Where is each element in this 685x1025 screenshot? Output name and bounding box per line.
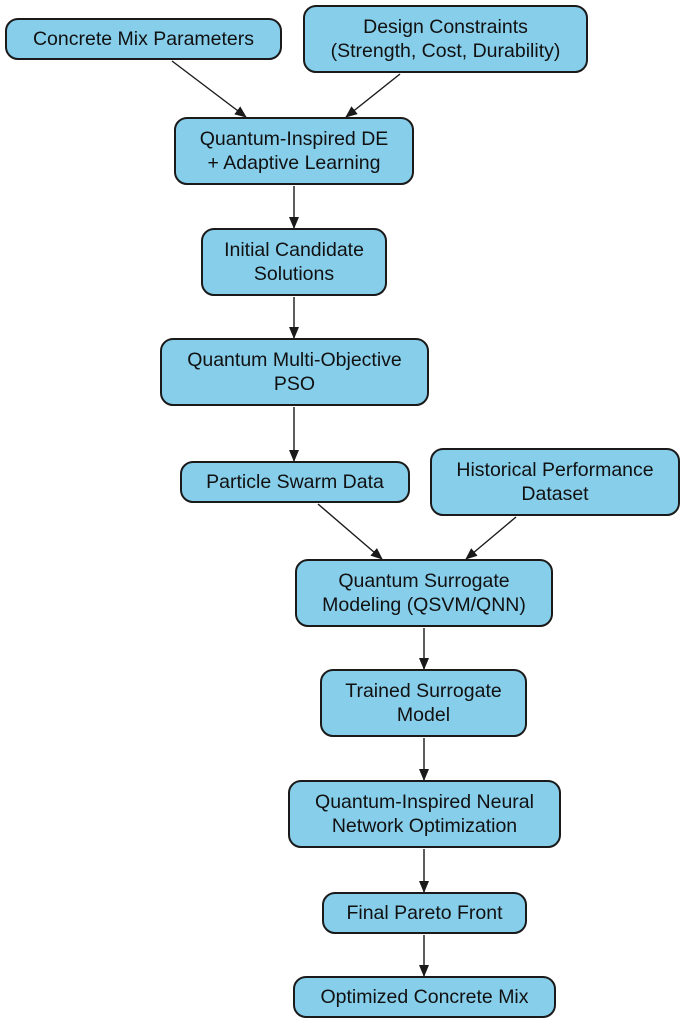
node-final-pareto-front: Final Pareto Front (322, 892, 527, 934)
edge-design-constraints-to-qi-de (345, 73, 401, 118)
node-design-constraints: Design Constraints (Strength, Cost, Dura… (303, 5, 588, 73)
edge-particle-swarm-data-to-quantum-surrogate (317, 503, 383, 560)
edge-concrete-mix-parameters-to-qi-de (171, 60, 247, 118)
node-particle-swarm-data: Particle Swarm Data (180, 461, 410, 503)
node-quantum-multi-objective-pso: Quantum Multi-Objective PSO (160, 338, 429, 406)
node-quantum-inspired-de: Quantum-Inspired DE + Adaptive Learning (174, 117, 414, 185)
edge-historical-dataset-to-quantum-surrogate (465, 516, 517, 560)
node-optimized-concrete-mix: Optimized Concrete Mix (293, 976, 556, 1018)
node-concrete-mix-parameters: Concrete Mix Parameters (5, 18, 282, 60)
node-initial-candidate-solutions: Initial Candidate Solutions (201, 228, 387, 296)
node-quantum-surrogate-modeling: Quantum Surrogate Modeling (QSVM/QNN) (295, 559, 553, 627)
node-historical-performance-dataset: Historical Performance Dataset (430, 448, 680, 516)
node-quantum-inspired-nn-optimization: Quantum-Inspired Neural Network Optimiza… (288, 780, 561, 848)
node-trained-surrogate-model: Trained Surrogate Model (320, 669, 527, 737)
